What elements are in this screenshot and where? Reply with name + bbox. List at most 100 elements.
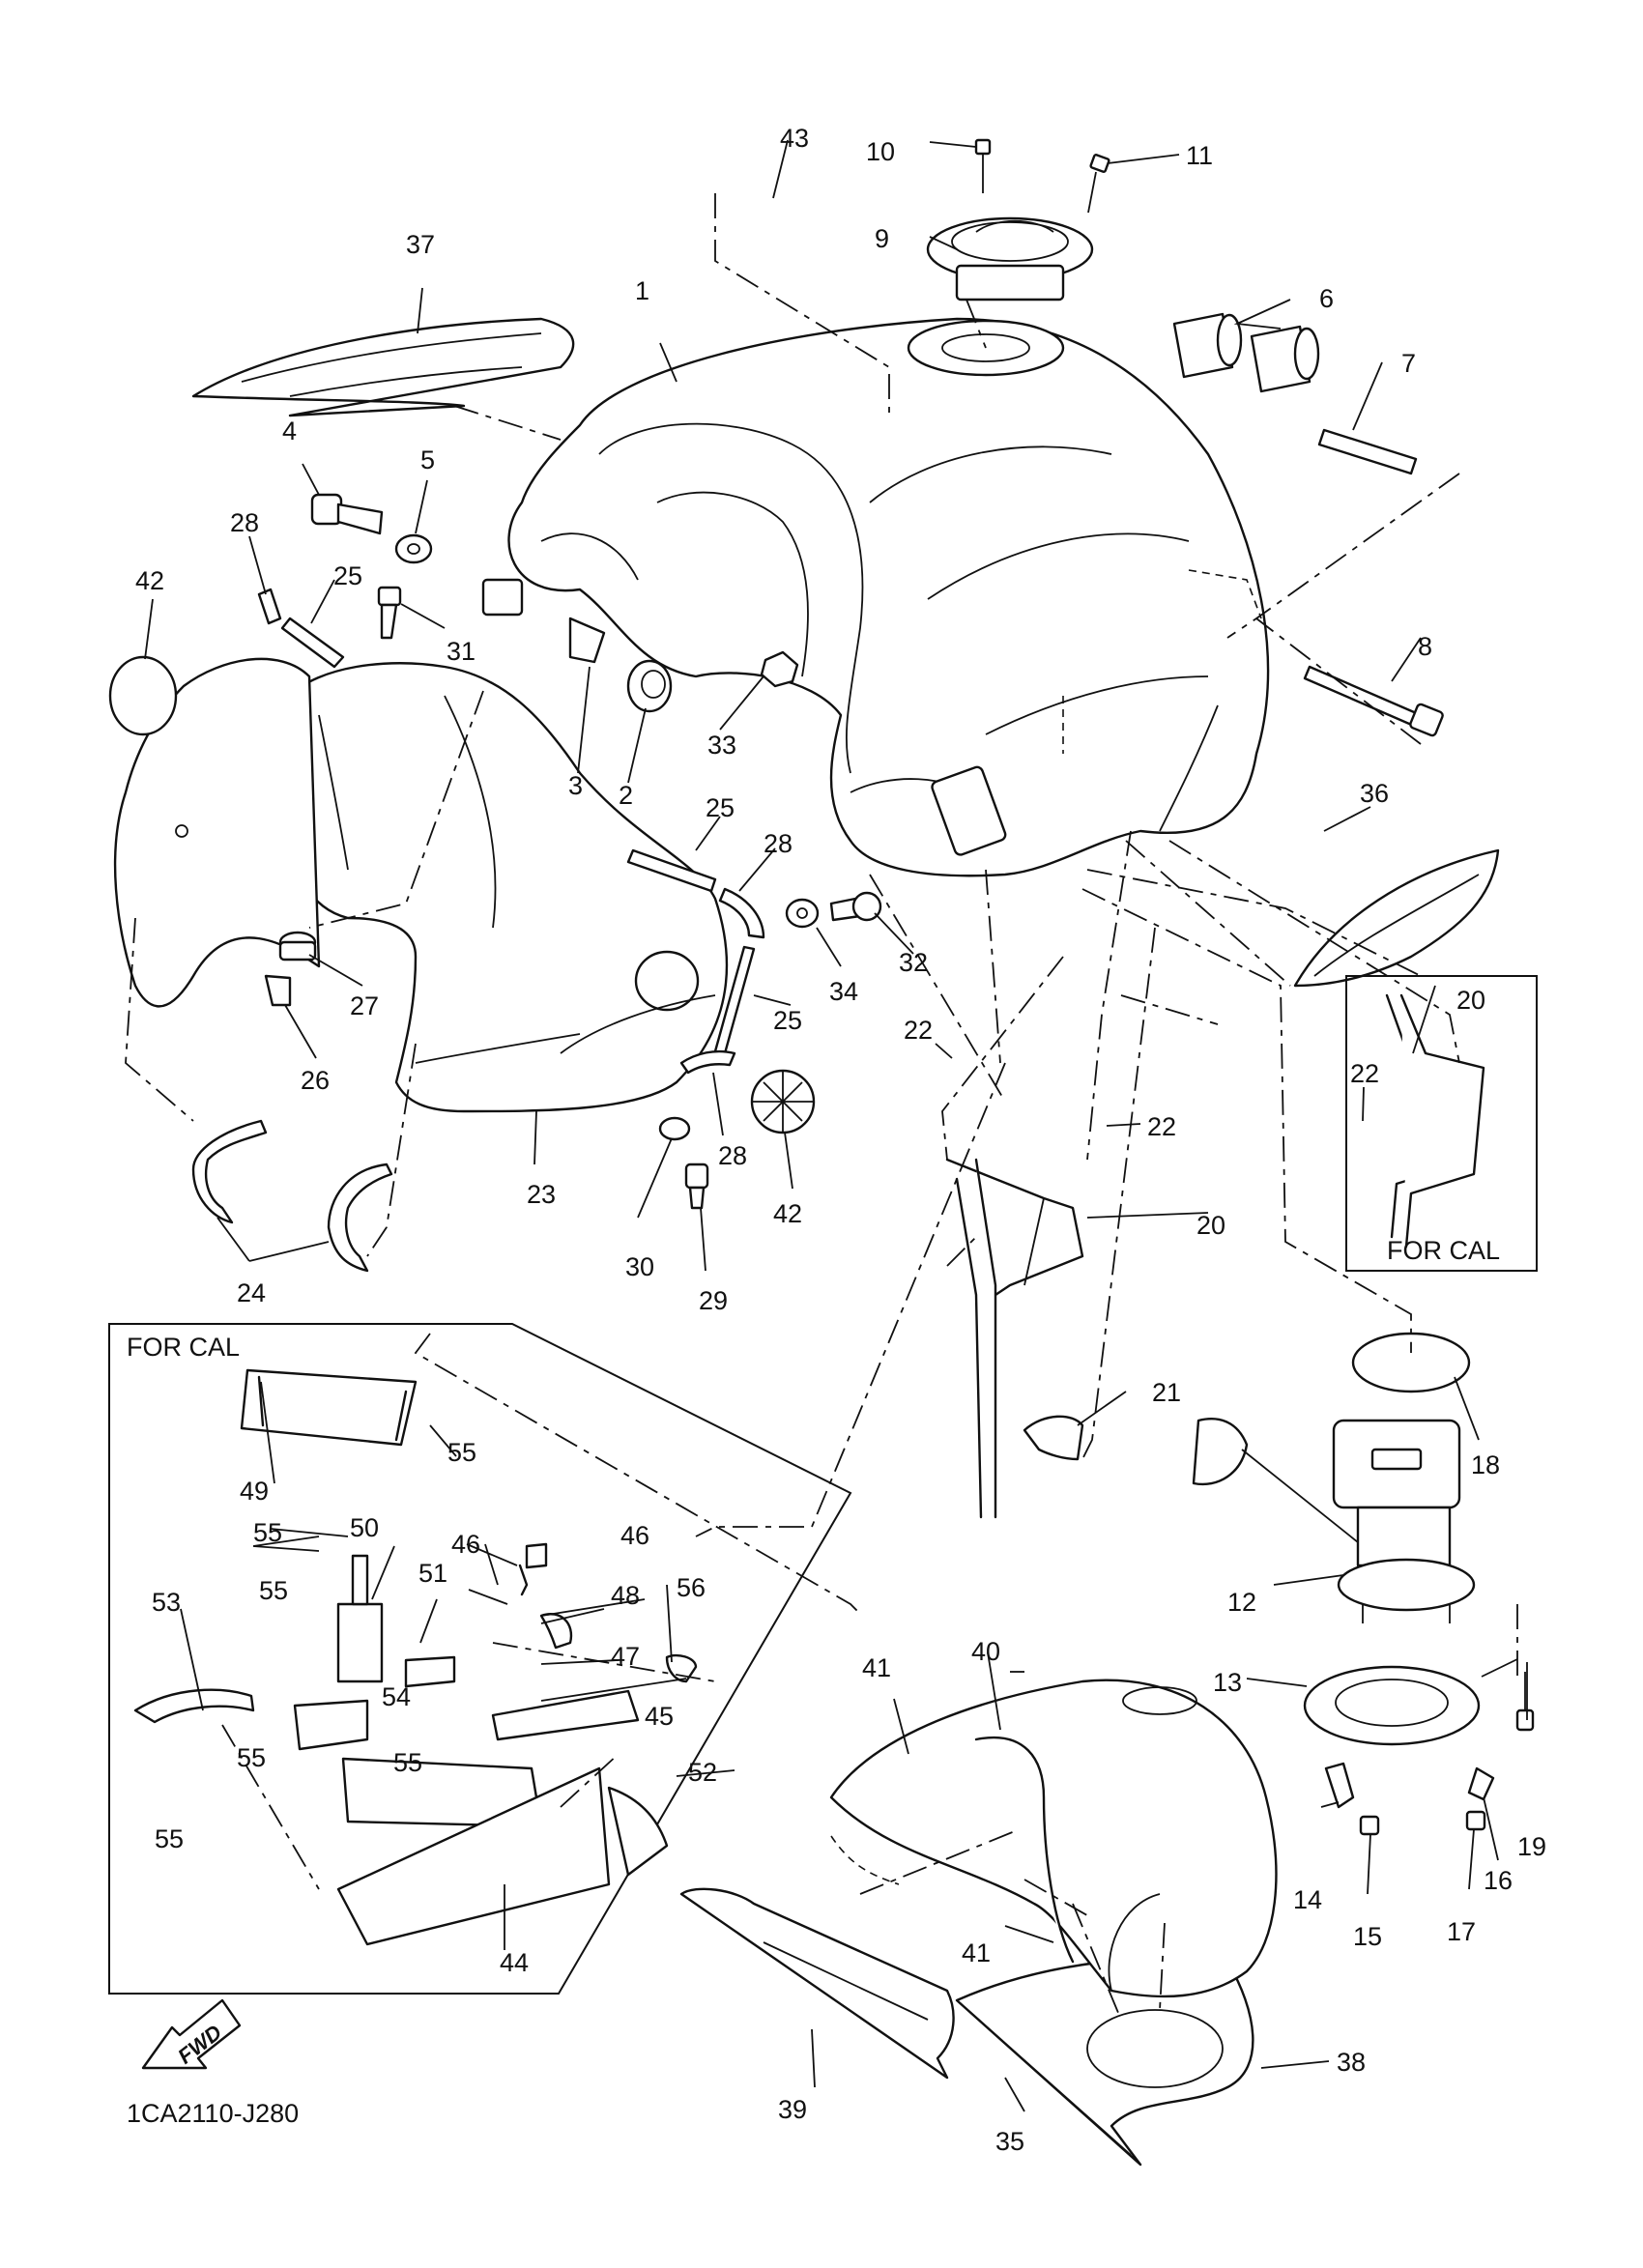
callout-43: 43 xyxy=(780,124,809,153)
callout-38: 38 xyxy=(1337,2048,1366,2077)
callout-26: 26 xyxy=(301,1066,330,1095)
washer-30 xyxy=(658,1116,691,1141)
strip-25-mid xyxy=(626,848,717,893)
fuel-pump-12 xyxy=(1192,1418,1476,1623)
callout-24: 24 xyxy=(237,1278,266,1307)
callout-23: 23 xyxy=(527,1180,556,1209)
callout-20: 20 xyxy=(1196,1211,1225,1240)
bolt-8 xyxy=(1303,665,1444,737)
callout-55-lower-mid: 55 xyxy=(393,1748,422,1777)
callout-29: 29 xyxy=(699,1286,728,1315)
emblem-42-upper xyxy=(108,655,178,736)
for-cal-hose-box: FOR CAL xyxy=(1345,975,1538,1272)
clamp-21 xyxy=(1023,1415,1084,1461)
callout-42-lower: 42 xyxy=(773,1199,802,1228)
callout-55-lower-left: 55 xyxy=(237,1743,266,1772)
for-cal-box-label: FOR CAL xyxy=(127,1333,240,1362)
callout-22-right: 22 xyxy=(1147,1112,1176,1141)
callout-42-upper: 42 xyxy=(135,566,164,595)
callout-55-bottom: 55 xyxy=(155,1824,184,1853)
callout-8: 8 xyxy=(1418,632,1432,661)
callout-2: 2 xyxy=(619,781,633,810)
clip-14 xyxy=(1324,1762,1355,1809)
callout-labels: 1 2 3 4 5 6 7 8 9 10 11 12 13 14 15 16 1… xyxy=(135,124,1546,2156)
callout-55-top: 55 xyxy=(447,1438,476,1467)
hose-20 xyxy=(945,1158,1084,1519)
callout-19: 19 xyxy=(1517,1832,1546,1861)
leader-lines xyxy=(144,139,1528,2112)
callout-25-mid: 25 xyxy=(706,793,735,822)
callout-48: 48 xyxy=(611,1581,640,1610)
callout-41-upper: 41 xyxy=(862,1653,891,1682)
callout-30: 30 xyxy=(625,1252,654,1281)
cap-assembly-9 xyxy=(926,216,1094,301)
bracket-3 xyxy=(568,617,606,664)
tank-bottom-40 xyxy=(829,1679,1278,1998)
callout-22-left: 22 xyxy=(904,1016,933,1045)
callout-41-lower: 41 xyxy=(962,1938,991,1967)
callout-33: 33 xyxy=(707,731,736,760)
bolt-11 xyxy=(1087,154,1110,214)
callout-6: 6 xyxy=(1319,284,1334,313)
bolt-10 xyxy=(974,138,992,193)
callout-28-mid: 28 xyxy=(764,829,793,858)
callout-20-for-cal: 20 xyxy=(1456,986,1485,1015)
callout-45: 45 xyxy=(645,1702,674,1731)
callout-13: 13 xyxy=(1213,1668,1242,1697)
callout-25-upper: 25 xyxy=(333,561,362,590)
callout-21: 21 xyxy=(1152,1378,1181,1407)
tank-under-cover-39 xyxy=(679,1887,955,2080)
clip-16 xyxy=(1467,1766,1495,1801)
callout-35: 35 xyxy=(995,2127,1024,2156)
tank-top-pad xyxy=(191,317,575,417)
callout-56: 56 xyxy=(677,1573,706,1602)
bolt-4 xyxy=(310,493,384,535)
washer-34 xyxy=(785,898,820,929)
callout-55-left: 55 xyxy=(259,1576,288,1605)
callout-44: 44 xyxy=(500,1948,529,1977)
washer-5 xyxy=(394,533,433,564)
left-side-panel xyxy=(113,657,321,1008)
grommet-27 xyxy=(278,931,317,962)
callout-16: 16 xyxy=(1484,1866,1513,1895)
tank-side-cover xyxy=(288,662,729,1113)
collar-7 xyxy=(1317,428,1418,475)
callout-39: 39 xyxy=(778,2095,807,2124)
callout-34: 34 xyxy=(829,977,858,1006)
callout-5: 5 xyxy=(420,445,435,474)
callout-46-left: 46 xyxy=(451,1530,480,1559)
callout-28-upper: 28 xyxy=(230,508,259,537)
grommet-2 xyxy=(626,659,673,713)
callout-54: 54 xyxy=(382,1682,411,1711)
callout-12: 12 xyxy=(1227,1588,1256,1617)
diagram-code: 1CA2110-J280 xyxy=(127,2099,299,2128)
callout-52: 52 xyxy=(688,1758,717,1787)
strip-25-upper xyxy=(280,617,345,669)
callout-50: 50 xyxy=(350,1513,379,1542)
callout-32: 32 xyxy=(899,948,928,977)
callout-46-right: 46 xyxy=(620,1521,649,1550)
callout-53: 53 xyxy=(152,1588,181,1617)
callout-1: 1 xyxy=(635,276,649,305)
callout-7: 7 xyxy=(1401,349,1416,378)
callout-11: 11 xyxy=(1186,141,1213,170)
callout-36: 36 xyxy=(1360,779,1389,808)
callout-18: 18 xyxy=(1471,1450,1500,1479)
seal-24 xyxy=(191,1119,393,1273)
callout-3: 3 xyxy=(568,771,583,800)
assembly-lines xyxy=(125,193,1518,2021)
callout-22-for-cal: 22 xyxy=(1350,1059,1379,1088)
callout-31: 31 xyxy=(447,637,476,666)
forward-arrow-icon: FWD xyxy=(141,1998,242,2070)
bolt-31 xyxy=(377,586,402,640)
bolt-19 xyxy=(1515,1672,1535,1732)
callout-17: 17 xyxy=(1447,1917,1476,1946)
callout-47: 47 xyxy=(611,1642,640,1671)
callout-49: 49 xyxy=(240,1477,269,1506)
callout-10: 10 xyxy=(866,137,895,166)
callout-51: 51 xyxy=(418,1559,447,1588)
for-cal-label: FOR CAL xyxy=(1387,1236,1500,1265)
bolt-32 xyxy=(829,891,882,922)
callout-9: 9 xyxy=(875,224,889,253)
